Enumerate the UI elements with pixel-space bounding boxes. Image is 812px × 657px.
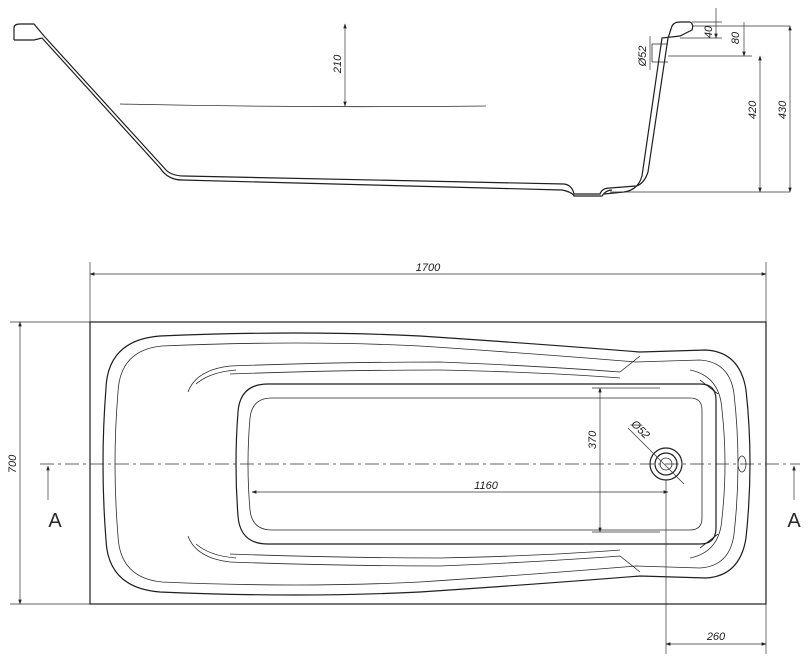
top-armrest-contour — [187, 355, 641, 393]
dim-label-1700: 1700 — [416, 262, 441, 274]
dim-label-drain: Ø52 — [628, 418, 652, 442]
drain-leader-line — [627, 427, 685, 485]
inner-basin-outline — [235, 383, 717, 545]
dim-label-1160: 1160 — [474, 480, 499, 492]
dim-label-210: 210 — [332, 54, 344, 74]
overflow-detail — [651, 43, 668, 63]
bathtub-profile-outline — [13, 21, 694, 195]
section-mark-left: A — [48, 510, 62, 532]
bathtub-floor-line — [119, 103, 487, 108]
section-mark-right: A — [787, 510, 801, 532]
tub-opening-outline — [102, 332, 751, 596]
dim-label-370: 370 — [587, 430, 599, 449]
drain-middle — [654, 452, 678, 476]
bathtub-outer-rim — [89, 321, 767, 605]
dim-label-80: 80 — [730, 31, 742, 44]
tub-opening-inner — [114, 342, 739, 586]
section-view: 210 Ø52 40 80 420 430 — [13, 8, 792, 197]
inner-basin-floor — [247, 397, 703, 531]
bathtub-profile-inner — [14, 37, 613, 197]
dim-label-40: 40 — [703, 25, 715, 38]
overflow-hole — [737, 455, 747, 473]
plan-view: 1700 700 A A 370 1160 — [7, 262, 801, 654]
bottom-armrest-contour — [187, 535, 641, 573]
dim-label-260: 260 — [706, 631, 726, 643]
dim-label-420: 420 — [747, 100, 759, 119]
drain-inner — [659, 457, 673, 471]
dim-label-430: 430 — [777, 100, 789, 119]
dim-label-overflow: Ø52 — [637, 46, 649, 68]
dim-label-700: 700 — [7, 454, 19, 473]
